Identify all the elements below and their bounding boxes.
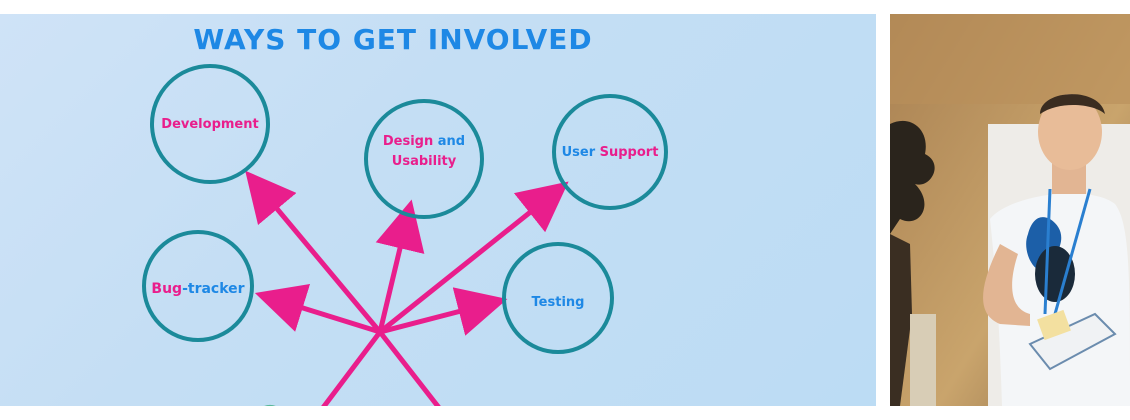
node-label-segment: Bug: [151, 281, 182, 297]
head: [1038, 94, 1102, 170]
slide-canvas: WAYS TO GET INVOLVED Development Design …: [142, 23, 668, 406]
node-label-segment: and: [433, 134, 465, 149]
arrow-design: [375, 199, 425, 335]
node-label-segment: -tracker: [182, 281, 245, 297]
node-label-testing: Testing: [532, 295, 585, 310]
node-label-user-support: User Support: [562, 145, 659, 160]
tablet: [1028, 312, 1117, 371]
arrow-testing: [377, 287, 508, 336]
circle-bug-tracker: [142, 230, 254, 342]
presenter-photo-illustration: [890, 14, 1130, 406]
slide-title: WAYS TO GET INVOLVED: [193, 23, 592, 56]
node-label-segment: Design: [383, 134, 433, 149]
circle-user-support: [552, 94, 668, 210]
slide: WAYS TO GET INVOLVED Development Design …: [0, 14, 876, 406]
node-label-development: Development: [161, 117, 258, 132]
node-label-segment: Testing: [532, 295, 585, 310]
arrows: [245, 170, 569, 406]
presenter-photo: [890, 14, 1130, 406]
arrow-user-support: [377, 181, 569, 335]
circle-design: [364, 99, 484, 219]
circle-testing: [502, 242, 614, 354]
arrow-lower-right: [377, 329, 441, 406]
arrow-bug-tracker: [254, 284, 383, 335]
circle-development: [150, 64, 270, 184]
node-label-segment: Development: [161, 117, 258, 132]
circles: [142, 64, 668, 354]
node-label-bug-tracker: Bug-tracker: [151, 281, 244, 297]
node-label-segment: Support: [595, 145, 658, 160]
node-label-segment: User: [562, 145, 596, 160]
node-label-segment: Usability: [392, 154, 457, 169]
arrow-lower-left: [321, 329, 383, 406]
arrow-development: [245, 170, 383, 335]
